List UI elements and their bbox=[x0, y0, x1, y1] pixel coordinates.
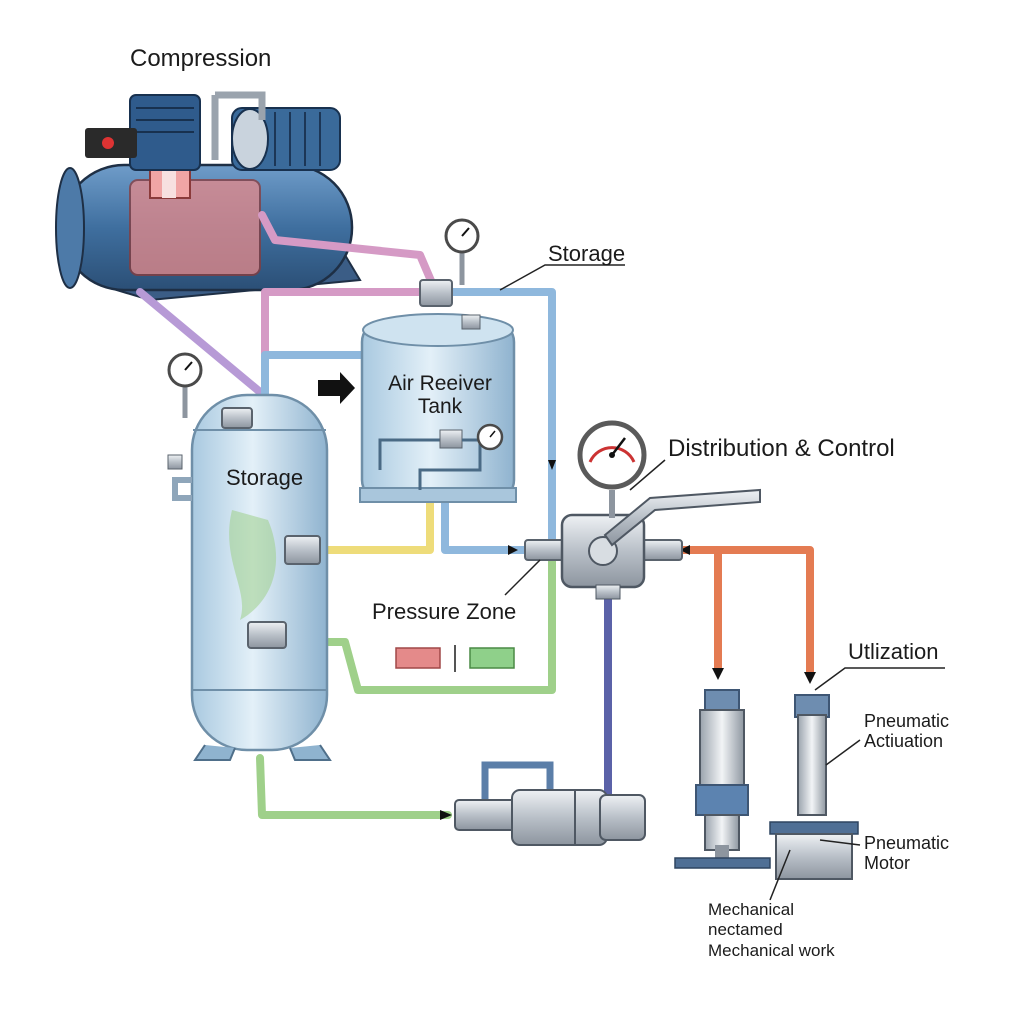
pipe-red-1 bbox=[676, 546, 722, 674]
pipe-pink-top bbox=[258, 211, 439, 294]
pipe-red-2 bbox=[714, 546, 814, 679]
motor-icon bbox=[231, 107, 341, 171]
distribution-valve bbox=[524, 420, 761, 600]
label-mechanical-line3: Mechanical work bbox=[708, 940, 835, 960]
pressure-gauge-icon bbox=[419, 218, 480, 307]
flow-arrow-icon bbox=[508, 545, 518, 555]
flow-arrows bbox=[318, 372, 816, 820]
label-pneumatic-actuation-line1: Pneumatic bbox=[864, 711, 950, 731]
pneumatic-actuator-left bbox=[674, 689, 771, 869]
label-distribution-control: Distribution & Control bbox=[668, 435, 895, 462]
pneumatic-actuator-right bbox=[769, 694, 859, 880]
flow-arrow-icon bbox=[548, 460, 556, 470]
low-pressure-swatch bbox=[469, 647, 515, 669]
label-mechanical-line1: Mechanical bbox=[708, 900, 794, 919]
label-pressure-zone: Pressure Zone bbox=[372, 599, 517, 624]
label-storage-tank: Storage bbox=[226, 465, 304, 490]
label-air-receiver-line2: Tank bbox=[417, 395, 463, 419]
label-air-receiver: Air Reeiver Tank bbox=[380, 372, 500, 418]
callout-lines bbox=[499, 264, 945, 901]
label-mechanical-line2: nectamed bbox=[708, 920, 783, 940]
pressure-gauge-icon bbox=[167, 352, 203, 418]
pipe-blue-receiver bbox=[261, 351, 369, 399]
label-air-receiver-line1: Air Reeiver bbox=[388, 372, 492, 395]
pressure-zone-legend bbox=[395, 645, 515, 672]
compressor-unit bbox=[55, 91, 362, 302]
flow-arrow-icon bbox=[318, 372, 355, 404]
pipe-green-bottom bbox=[256, 754, 452, 819]
high-pressure-swatch bbox=[395, 647, 441, 669]
pipe-blue-bottom bbox=[441, 494, 529, 554]
label-compression: Compression bbox=[130, 45, 272, 72]
label-storage-top: Storage bbox=[548, 241, 626, 266]
label-mechanical-work: Mechanical nectamed Mechanical work bbox=[708, 900, 835, 961]
label-utilization: Utlization bbox=[848, 639, 939, 664]
flow-arrow-icon bbox=[440, 810, 452, 820]
label-pneumatic-motor-line2: Motor bbox=[864, 852, 911, 873]
flow-arrow-icon bbox=[804, 672, 816, 684]
pneumatic-motor-unit bbox=[454, 761, 646, 846]
flow-arrow-icon bbox=[680, 545, 690, 555]
flow-arrow-icon bbox=[712, 668, 724, 680]
label-pneumatic-actuation: Pneumatic Actiuation bbox=[864, 711, 950, 752]
air-receiver-tank bbox=[359, 313, 517, 503]
pipe-yellow bbox=[316, 494, 434, 554]
label-pneumatic-actuation-line2: Actiuation bbox=[864, 730, 944, 751]
lever-handle-icon bbox=[603, 488, 761, 547]
storage-tank bbox=[167, 393, 332, 761]
label-pneumatic-motor-line1: Pneumatic bbox=[864, 833, 950, 853]
label-pneumatic-motor: Pneumatic Motor bbox=[864, 833, 950, 874]
